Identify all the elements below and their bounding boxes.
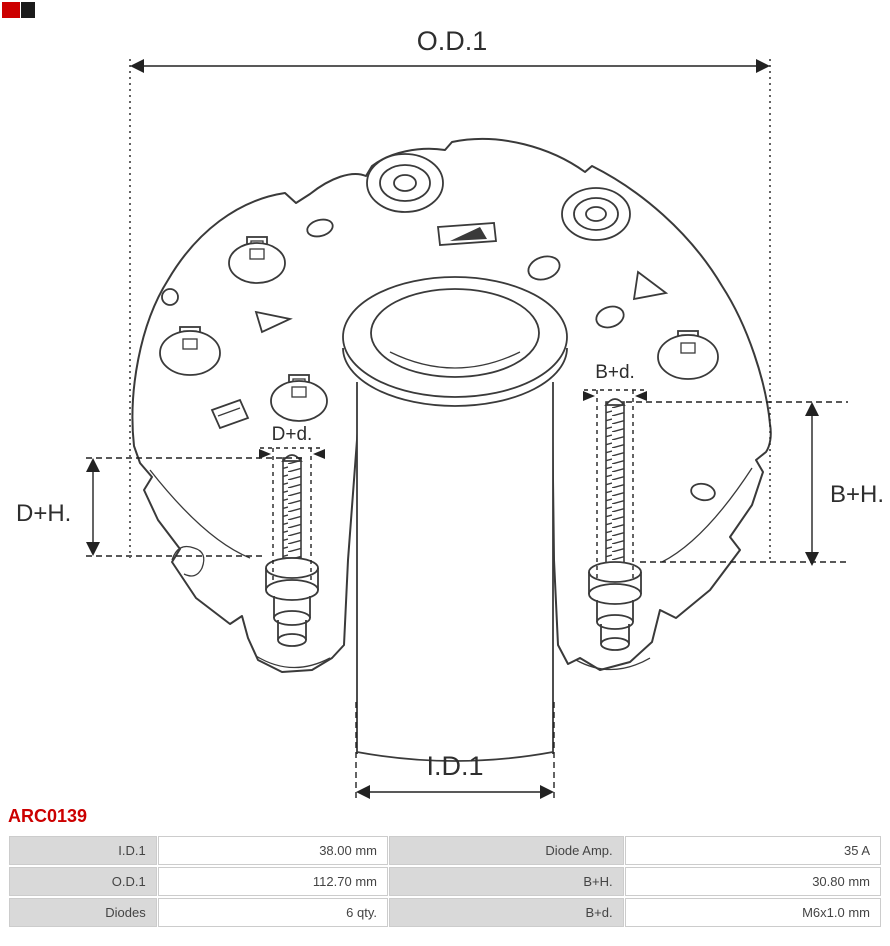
hole-center-right xyxy=(527,255,561,281)
spec-label-cell: B+H. xyxy=(389,866,624,896)
dim-od1: O.D.1 xyxy=(129,26,771,562)
dim-dplus-h: D+H. xyxy=(16,457,302,557)
center-bore xyxy=(342,276,568,762)
dim-bplus-d: B+d. xyxy=(583,362,647,582)
dim-label-dplus-h: D+H. xyxy=(16,500,71,527)
diode-boss-2 xyxy=(159,326,221,376)
spec-row-1: I.D.1 38.00 mm Diode Amp. 35 A xyxy=(9,835,881,865)
spec-label-cell: B+d. xyxy=(389,897,624,927)
part-number-link[interactable]: ARC0139 xyxy=(8,806,88,826)
terminal-boss-left xyxy=(366,153,444,213)
flange-underside-left xyxy=(255,655,331,669)
technical-drawing-area: O.D.1 I.D.1 D+H. B+H. D+d. xyxy=(16,26,884,800)
rectifier-diagram: O.D.1 I.D.1 D+H. B+H. D+d. xyxy=(16,26,884,800)
hole-lower-right xyxy=(690,482,716,502)
center-slot xyxy=(437,222,497,246)
spec-value-cell: 35 A xyxy=(624,835,881,865)
hole-right xyxy=(595,305,625,329)
ear-tab xyxy=(171,545,205,577)
spec-section: ARC0139 I.D.1 38.00 mm Diode Amp. 35 A O… xyxy=(8,806,882,929)
brand-logo-red-block xyxy=(2,2,20,18)
flange-underside-right xyxy=(575,657,651,671)
hole-left xyxy=(161,288,179,306)
arrow-mark-left xyxy=(254,310,293,334)
dim-label-od1: O.D.1 xyxy=(417,26,488,56)
spec-table: I.D.1 38.00 mm Diode Amp. 35 A O.D.1 112… xyxy=(8,834,882,929)
spec-value-cell: M6x1.0 mm xyxy=(624,897,881,927)
dim-label-dplus-d: D+d. xyxy=(272,424,313,445)
spec-value-cell: 30.80 mm xyxy=(624,866,881,896)
left-slot xyxy=(210,398,250,430)
spec-value-cell: 38.00 mm xyxy=(157,835,388,865)
spec-row-2: O.D.1 112.70 mm B+H. 30.80 mm xyxy=(9,866,881,896)
hole-upper-left xyxy=(306,218,334,238)
spec-label-cell: Diodes xyxy=(9,897,157,927)
dim-id1: I.D.1 xyxy=(355,702,555,800)
dim-label-bplus-h: B+H. xyxy=(830,481,884,508)
body-contour-right xyxy=(661,467,753,563)
mounting-bolt-right xyxy=(588,398,642,651)
spec-value-cell: 112.70 mm xyxy=(157,866,388,896)
dim-bplus-h: B+H. xyxy=(626,401,884,566)
spec-row-3: Diodes 6 qty. B+d. M6x1.0 mm xyxy=(9,897,881,927)
spec-label-cell: O.D.1 xyxy=(9,866,157,896)
terminal-boss-right xyxy=(561,187,631,241)
spec-label-cell: Diode Amp. xyxy=(389,835,624,865)
diode-boss-4 xyxy=(657,330,719,380)
brand-logo xyxy=(2,2,38,18)
dim-label-bplus-d: B+d. xyxy=(595,362,635,383)
spec-label-cell: I.D.1 xyxy=(9,835,157,865)
body-contour-left xyxy=(149,469,251,559)
mounting-bolt-left xyxy=(265,454,319,647)
dim-label-id1: I.D.1 xyxy=(426,751,483,781)
diode-boss-1 xyxy=(228,236,286,284)
spec-value-cell: 6 qty. xyxy=(157,897,388,927)
diode-boss-3 xyxy=(270,374,328,422)
arrow-mark-right xyxy=(632,270,669,301)
dim-dplus-d: D+d. xyxy=(259,424,325,580)
brand-logo-dark-block xyxy=(21,2,35,18)
